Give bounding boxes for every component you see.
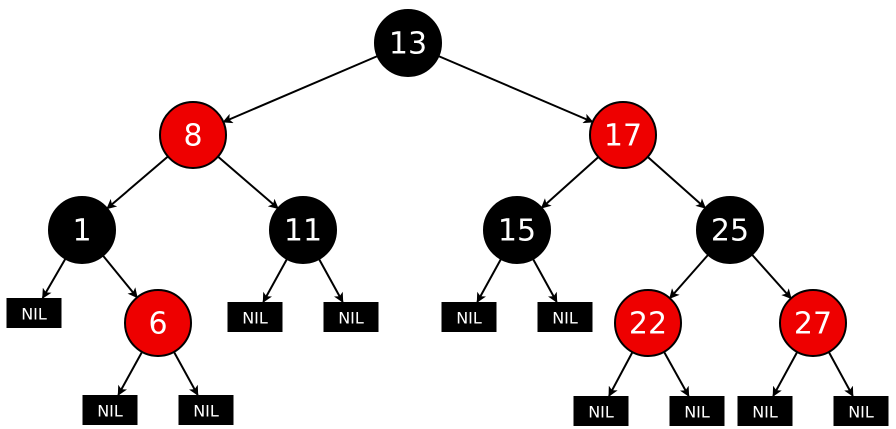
node-circle-black [269,196,337,264]
nil-leaf: NIL [737,396,793,426]
node-label: 17 [604,119,642,154]
nil-label: NIL [684,403,710,422]
nil-leaf: NIL [833,396,889,426]
edge-n22-nil8 [608,351,634,397]
edge-n6-nil7 [173,351,199,396]
edge-n8-n11 [217,155,279,210]
nil-box [178,395,234,425]
edge-n1-n6 [102,254,138,299]
nil-leaf: NIL [537,302,593,332]
nil-label: NIL [588,403,614,422]
edge-n15-nil5 [532,258,558,303]
node-circle-red [589,101,657,169]
nil-leaf: NIL [573,396,629,426]
node-circle-black [48,196,116,264]
edge-n17-n25 [647,156,707,209]
tree-node-8: 8 [159,101,227,169]
edge-n17-n15 [540,156,600,209]
node-label: 25 [711,214,749,249]
nil-label: NIL [242,309,268,328]
node-label: 6 [148,307,167,342]
edge-n6-nil6 [117,351,143,396]
node-label: 8 [183,119,202,154]
nil-label: NIL [456,309,482,328]
nil-box [441,302,497,332]
nil-box [833,396,889,426]
tree-node-15: 15 [483,196,551,264]
edge-n13-n17 [437,55,594,124]
edge-n22-nil9 [663,351,690,397]
nil-box [323,302,379,332]
tree-node-17: 17 [589,101,657,169]
node-circle-red [779,289,847,357]
nil-label: NIL [848,403,874,422]
node-circle-black [374,9,442,77]
node-circle-red [159,101,227,169]
node-circle-black [696,196,764,264]
edge-n15-nil4 [476,258,502,303]
tree-node-6: 6 [124,289,192,357]
nil-box [737,396,793,426]
nil-box [82,395,138,425]
node-label: 11 [284,214,322,249]
node-label: 13 [389,27,427,62]
node-circle-black [483,196,551,264]
edge-n11-nil3 [318,258,344,303]
edge-n11-nil2 [262,258,288,303]
nil-label: NIL [338,309,364,328]
nil-leaf: NIL [323,302,379,332]
nil-leaf: NIL [178,395,234,425]
edge-n27-nil11 [827,351,854,397]
nil-leaf: NIL [441,302,497,332]
edge-n25-n27 [751,253,792,300]
tree-node-22: 22 [614,289,682,357]
nil-label: NIL [21,305,47,324]
nil-label: NIL [752,403,778,422]
edge-n25-n22 [669,254,709,299]
tree-node-11: 11 [269,196,337,264]
nil-box [669,396,725,426]
edges-layer [41,55,854,397]
nil-leaf: NIL [669,396,725,426]
nil-label: NIL [97,402,123,421]
edge-n27-nil10 [772,351,799,397]
nil-box [6,298,62,328]
tree-node-25: 25 [696,196,764,264]
nil-leaf: NIL [6,298,62,328]
tree-node-13: 13 [374,9,442,77]
tree-node-1: 1 [48,196,116,264]
node-label: 22 [629,307,667,342]
nil-box [573,396,629,426]
node-label: 27 [794,307,832,342]
nil-label: NIL [552,309,578,328]
node-circle-red [614,289,682,357]
nil-box [227,302,283,332]
edge-n8-n1 [106,155,169,210]
nil-label: NIL [193,402,219,421]
nil-box [537,302,593,332]
node-label: 15 [498,214,536,249]
edge-n13-n8 [222,55,379,124]
edge-n1-nil1 [41,258,67,299]
tree-node-27: 27 [779,289,847,357]
node-circle-red [124,289,192,357]
nil-leaf: NIL [227,302,283,332]
node-label: 1 [72,214,91,249]
nil-leaf: NIL [82,395,138,425]
